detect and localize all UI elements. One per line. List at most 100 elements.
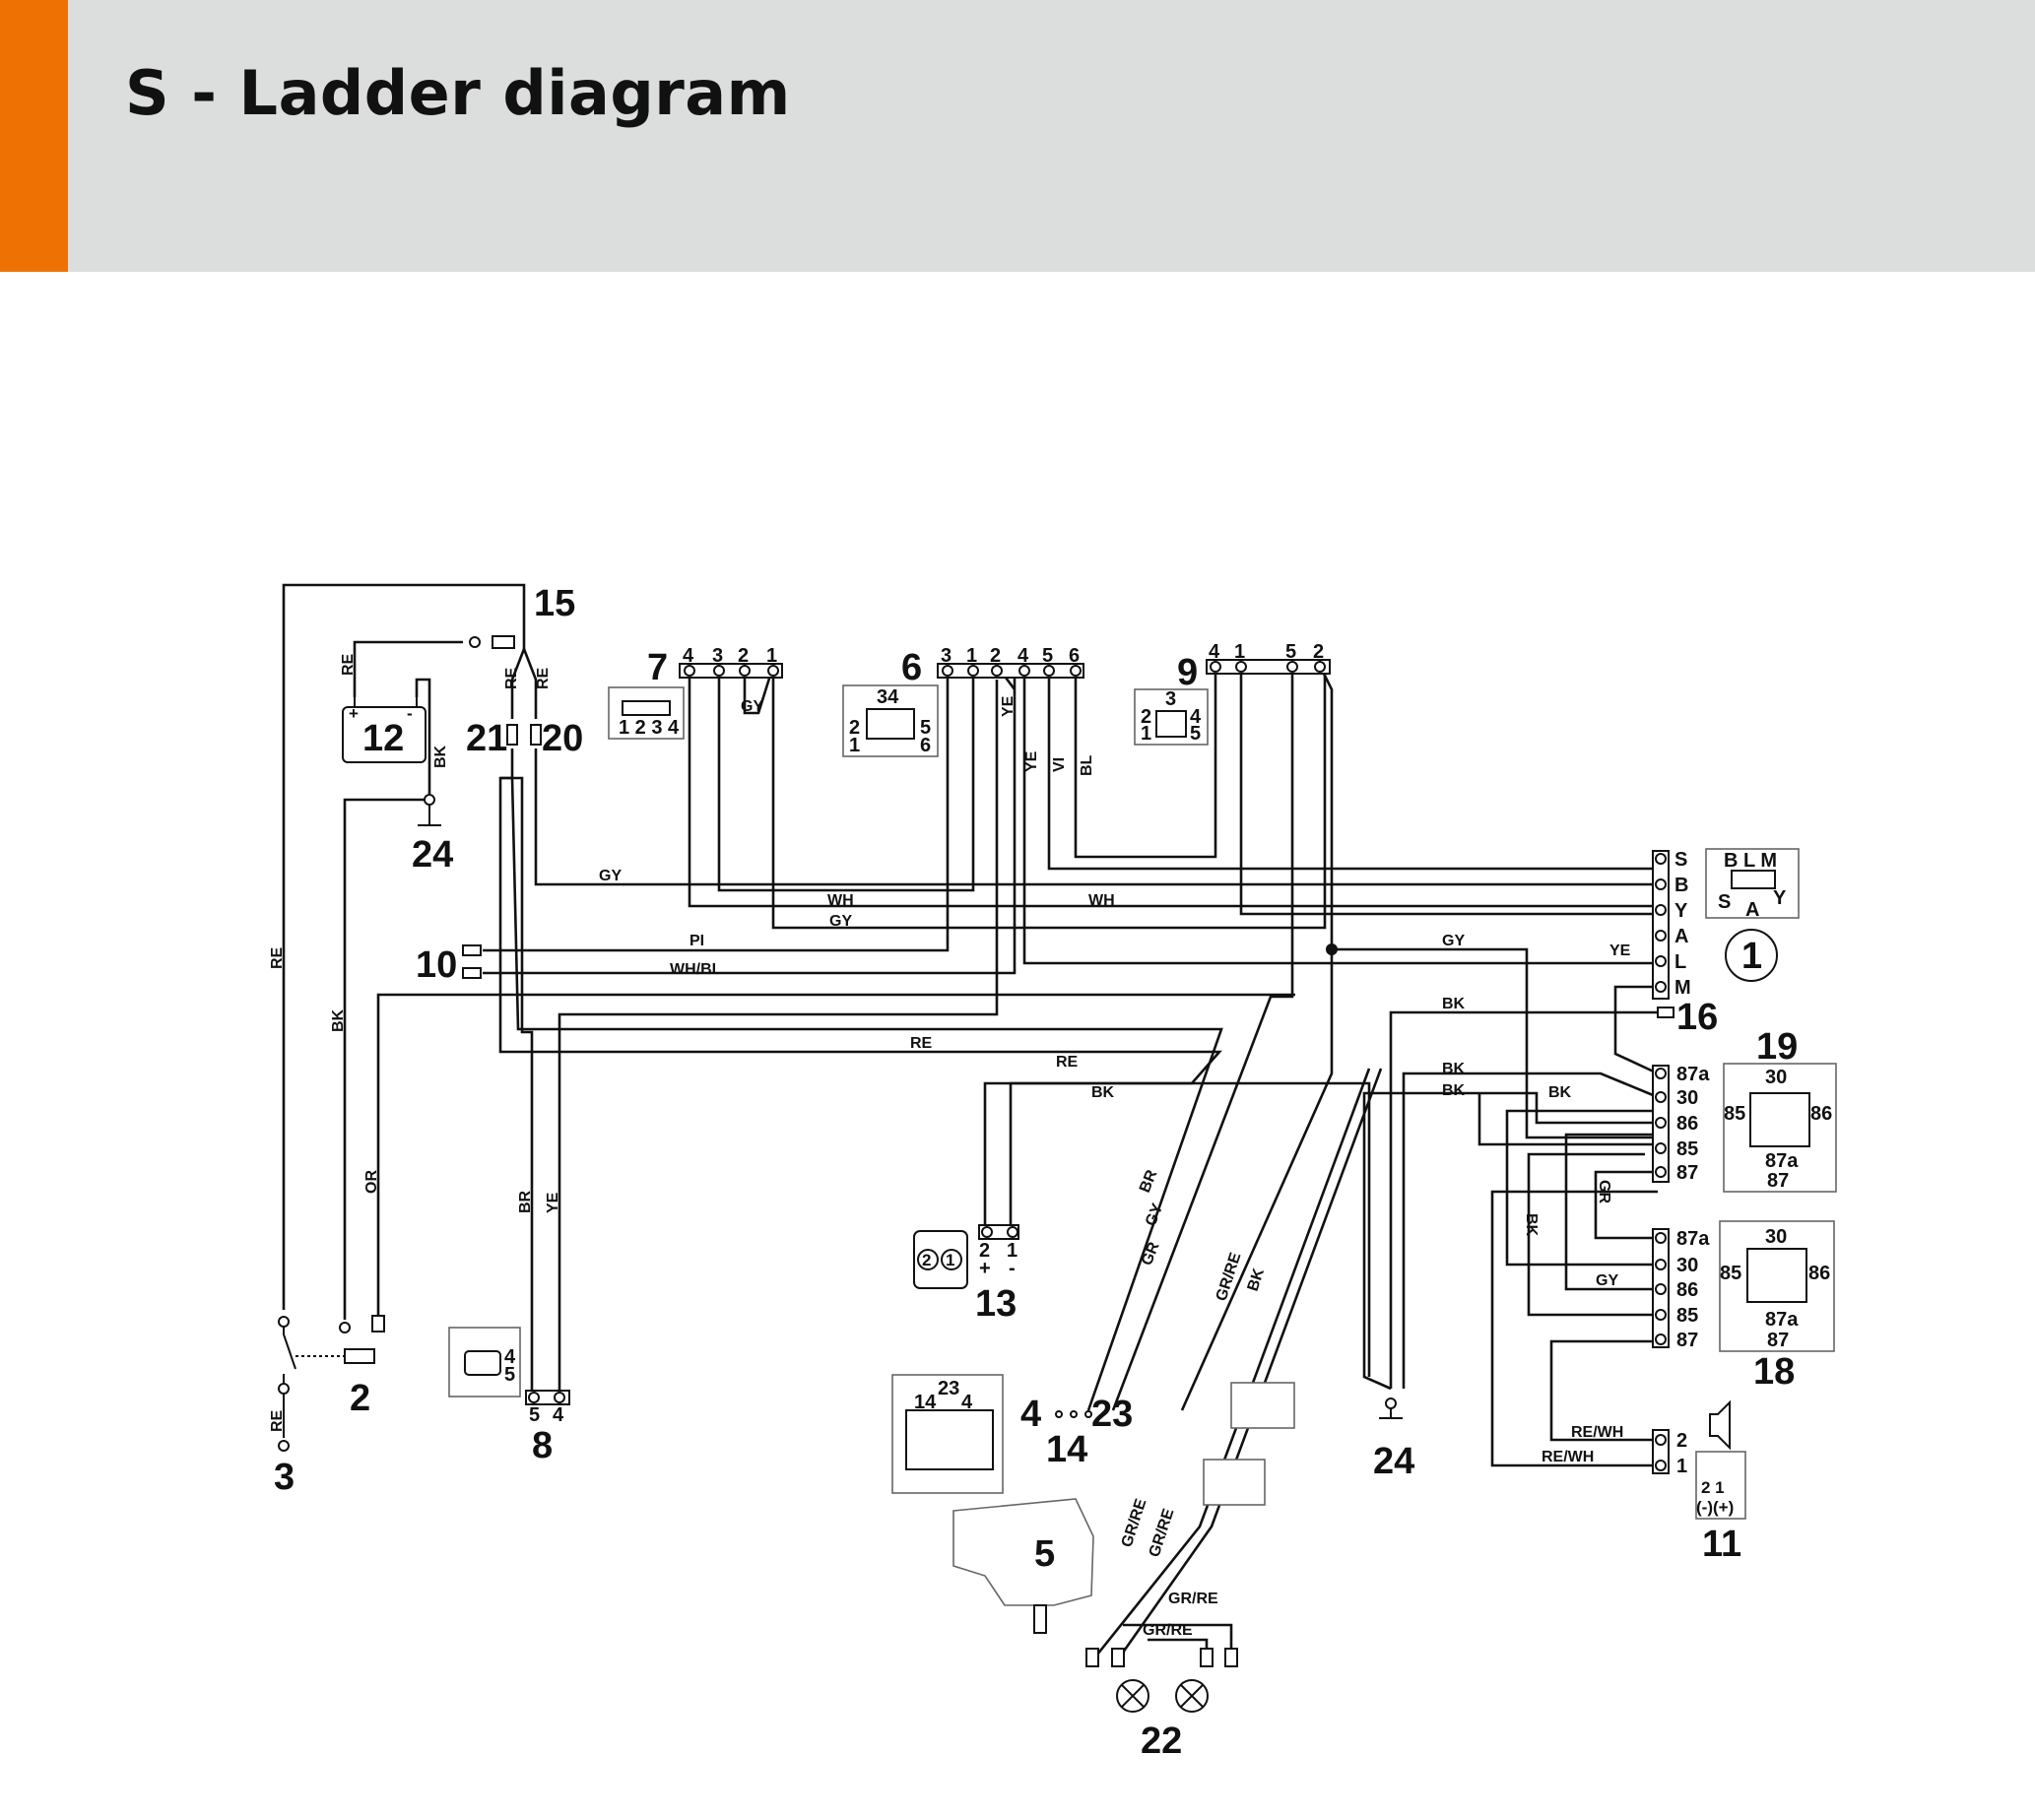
relay18-85: 85 (1676, 1305, 1698, 1327)
wire-bk-16 (1389, 1010, 1658, 1389)
wire-label-ye: YE (1023, 750, 1040, 772)
relay18-face-86: 86 (1808, 1263, 1830, 1284)
wire-rewh-2 (1549, 1339, 1658, 1442)
wire-pi (483, 666, 950, 952)
wire-gy-b (1564, 1133, 1658, 1291)
c14-face-23: 23 (938, 1378, 959, 1399)
wire-re-battery (353, 640, 463, 697)
wire-whbl (483, 666, 1017, 975)
wire-label-grre: GR/RE (1119, 1496, 1150, 1549)
wire-label-bk: BK (1442, 1082, 1466, 1099)
wire-label-bk: BK (1442, 1061, 1466, 1077)
component-1-connector: S B Y A L M B L M S A Y 1 (1652, 848, 1800, 1000)
wires (282, 583, 1659, 1660)
pin-1-a: A (1674, 926, 1688, 947)
c1-face-top: B L M (1724, 850, 1777, 872)
pin-13-1: 1 (1007, 1240, 1018, 1262)
horn-icon (1709, 1399, 1731, 1451)
connector-10-whbl (462, 967, 482, 979)
wire-label-bk: BK (1245, 1267, 1268, 1294)
c11-face-pol: (-)(+) (1696, 1498, 1734, 1517)
relay18-face-85: 85 (1720, 1263, 1741, 1284)
wire-label-grre: GR/RE (1143, 1622, 1193, 1639)
pin-14-23: 23 (1091, 1394, 1133, 1435)
relay18-30: 30 (1676, 1255, 1698, 1276)
c14-face-4: 4 (961, 1392, 973, 1413)
wire-bk-85 (1477, 1093, 1658, 1146)
junction-dot (1326, 943, 1338, 955)
connector-6-face-r6: 6 (920, 735, 931, 756)
wire-label-bl: BL (1079, 754, 1095, 776)
connector-6-face-r5: 5 (920, 717, 931, 739)
wire-br-14 (510, 777, 1223, 1411)
label-24-left: 24 (412, 834, 453, 876)
wire-ye-8 (558, 680, 999, 1397)
pin-1-y: Y (1674, 900, 1688, 922)
connector-16 (1657, 1007, 1674, 1018)
pin-1-b: B (1674, 875, 1688, 896)
c14-face-14: 14 (914, 1392, 937, 1413)
label-18: 18 (1753, 1351, 1795, 1393)
wire-label-grre: GR/RE (1168, 1591, 1218, 1607)
relay19-87a: 87a (1676, 1064, 1710, 1085)
pin-6-5: 5 (1042, 645, 1053, 667)
wire-label-bk: BK (330, 1008, 347, 1032)
label-1: 1 (1741, 936, 1762, 977)
connector-9-face-r5: 5 (1190, 723, 1201, 745)
relay18-87a: 87a (1676, 1228, 1710, 1250)
relay19-87: 87 (1676, 1162, 1698, 1184)
relay18-face-87: 87 (1767, 1330, 1789, 1351)
pin-1-s: S (1674, 849, 1687, 871)
label-15: 15 (534, 583, 575, 624)
label-7: 7 (647, 647, 668, 688)
connector-6-face-l1: 1 (849, 735, 860, 756)
wire-gy-main (534, 748, 1658, 886)
pin-13-plus: + (979, 1258, 991, 1279)
wire-label-re: RE (1056, 1054, 1079, 1071)
label-12: 12 (362, 718, 404, 759)
wire-label-gy: GY (599, 868, 622, 884)
connector-10-pi (462, 944, 482, 956)
relay19-face-87: 87 (1767, 1170, 1789, 1192)
wire-label-rewh: RE/WH (1571, 1424, 1623, 1441)
wire-label-wh: WH (827, 892, 854, 909)
relay18-face-30: 30 (1765, 1226, 1787, 1248)
relay19-85: 85 (1676, 1138, 1698, 1160)
wire-grre-lamp (1091, 1068, 1371, 1660)
pin-6-1: 1 (966, 645, 977, 667)
pin-9-1: 1 (1234, 641, 1245, 663)
wire-gy-7-loop (743, 665, 775, 715)
relay19-face-86: 86 (1810, 1103, 1832, 1125)
pin-8-4: 4 (553, 1404, 564, 1426)
wire-label-gy: GY (1596, 1272, 1618, 1289)
wire-re-fuse21 (510, 648, 526, 719)
wire-re-13 (498, 748, 1222, 1233)
connector-7: 4 3 2 1 7 1 2 3 4 (608, 645, 783, 740)
wire-gy-7 (771, 666, 1327, 930)
battery-minus: - (407, 704, 413, 723)
pin-13-minus: - (1009, 1258, 1016, 1279)
c8-face-4: 4 (504, 1346, 516, 1368)
c13-face-2: 2 (922, 1251, 931, 1269)
label-11: 11 (1702, 1524, 1741, 1565)
relay-19: 87a 30 86 85 87 30 85 86 87a 87 19 (1652, 1026, 1837, 1193)
pin-1-m: M (1674, 977, 1691, 999)
battery-plus: + (349, 704, 359, 723)
label-8: 8 (532, 1425, 553, 1466)
wire-bk-starter (343, 798, 429, 1320)
accent-stripe (0, 0, 68, 272)
wire-bl (1074, 666, 1217, 859)
c11-face-pins: 2 1 (1701, 1478, 1725, 1497)
connector-9-face-r4: 4 (1190, 706, 1202, 728)
label-21: 21 (466, 718, 507, 759)
pin-7-1: 1 (766, 645, 777, 667)
label-2: 2 (350, 1378, 370, 1419)
pin-9-4: 4 (1209, 641, 1220, 663)
wire-bk-85b (1527, 1152, 1658, 1317)
terminal (371, 1315, 385, 1332)
pin-6-6: 6 (1069, 645, 1080, 667)
connector-9-face-l2: 2 (1141, 706, 1151, 728)
wire-re-fuse20 (522, 648, 538, 719)
connector-6-face-top: 34 (877, 686, 899, 708)
c1-face-a: A (1745, 899, 1759, 921)
